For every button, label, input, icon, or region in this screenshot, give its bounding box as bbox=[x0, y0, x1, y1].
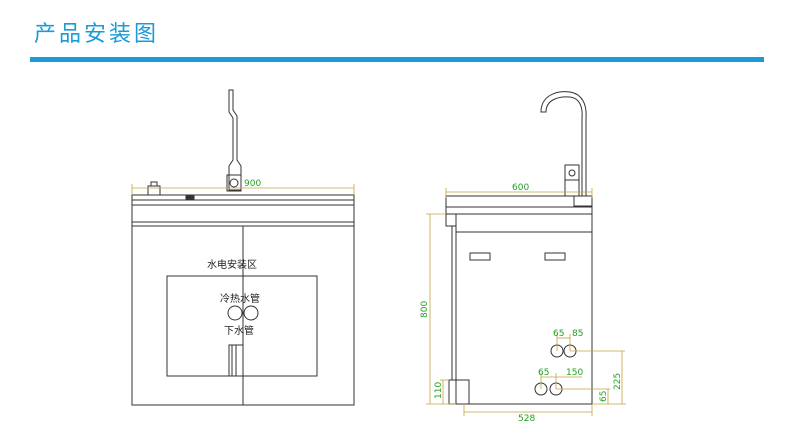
upper-pipe-height-label: 225 bbox=[613, 373, 623, 390]
side-top-width-label: 600 bbox=[512, 183, 529, 193]
upper-pipe-spacing-label: 85 bbox=[572, 329, 583, 339]
front-view bbox=[131, 89, 355, 406]
upper-pipe-x-label: 65 bbox=[553, 329, 564, 339]
water-pipes-label: 冷热水管 bbox=[220, 292, 260, 305]
side-cabinet bbox=[455, 213, 593, 405]
page-title: 产品安装图 bbox=[34, 22, 160, 47]
side-bottom-width-label: 528 bbox=[518, 414, 535, 424]
side-view bbox=[445, 91, 593, 405]
front-width-label: 900 bbox=[244, 179, 261, 189]
electric-zone-label: 水电安装区 bbox=[207, 258, 257, 271]
drain-pipe-label: 下水管 bbox=[224, 324, 254, 337]
side-countertop bbox=[445, 195, 593, 215]
title-underline bbox=[30, 57, 764, 62]
front-hot-pipe bbox=[243, 305, 259, 321]
side-base bbox=[448, 379, 470, 405]
side-dimensions bbox=[426, 188, 626, 416]
lower-pipe-x-label: 65 bbox=[538, 368, 549, 378]
lower-pipe-spacing-label: 150 bbox=[566, 368, 583, 378]
front-width-dimension bbox=[131, 184, 355, 195]
side-base-height-label: 110 bbox=[434, 382, 444, 399]
side-handle-left bbox=[469, 252, 491, 261]
lower-pipe-height-label: 65 bbox=[599, 391, 609, 402]
side-handle-right bbox=[544, 252, 566, 261]
side-height-label: 800 bbox=[420, 301, 430, 318]
front-cold-pipe bbox=[227, 305, 243, 321]
